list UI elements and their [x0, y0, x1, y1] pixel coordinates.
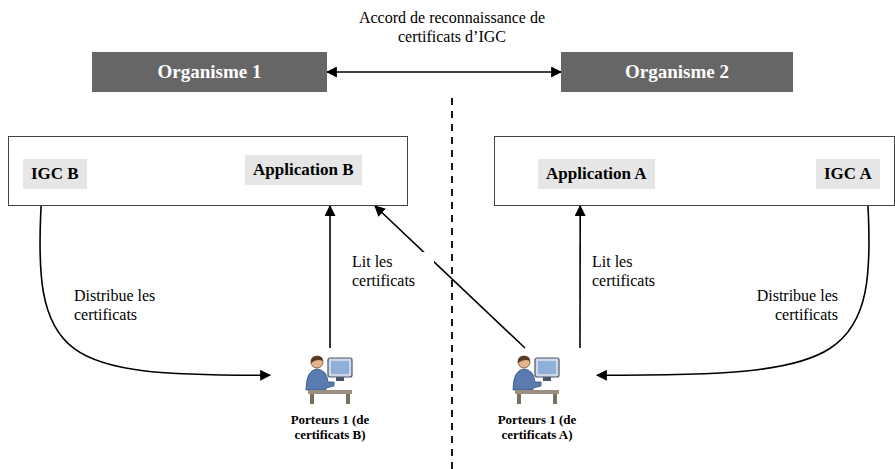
node-label: IGC B	[31, 164, 79, 184]
pki-box: IGC A	[816, 159, 880, 189]
node-label: Organisme 2	[625, 61, 729, 83]
connector-label: Distribue les certificats	[74, 286, 174, 324]
connector-label: Lit les certificats	[592, 252, 674, 290]
application-box: Application A	[538, 159, 655, 189]
pki-box: IGC B	[23, 159, 87, 189]
system-panel: Application A IGC A	[494, 136, 895, 206]
system-panel: IGC B Application B	[8, 136, 408, 206]
organization-box: Organisme 1	[92, 52, 327, 92]
node-label: Organisme 1	[158, 61, 262, 83]
certificate-holder: Porteurs 1 (de certificats A)	[477, 348, 597, 442]
node-label: Application B	[253, 160, 354, 180]
application-box: Application B	[245, 155, 362, 185]
connector	[579, 206, 581, 348]
connector-label: Distribue les certificats	[738, 286, 838, 324]
node-label: IGC A	[824, 164, 872, 184]
person-icon	[306, 356, 352, 404]
node-label: Porteurs 1 (de certificats A)	[477, 412, 597, 442]
person-icon	[513, 356, 559, 404]
separator-line	[451, 98, 453, 469]
organization-box: Organisme 2	[561, 52, 793, 92]
connector-label: Lit les certificats	[352, 252, 434, 290]
certificate-holder: Porteurs 1 (de certificats B)	[270, 348, 390, 442]
connector	[40, 189, 270, 375]
connector-label: Accord de reconnaissance de certificats …	[357, 8, 547, 46]
node-label: Application A	[546, 164, 647, 184]
connector	[327, 71, 561, 73]
connector	[329, 206, 331, 348]
node-label: Porteurs 1 (de certificats B)	[270, 412, 390, 442]
